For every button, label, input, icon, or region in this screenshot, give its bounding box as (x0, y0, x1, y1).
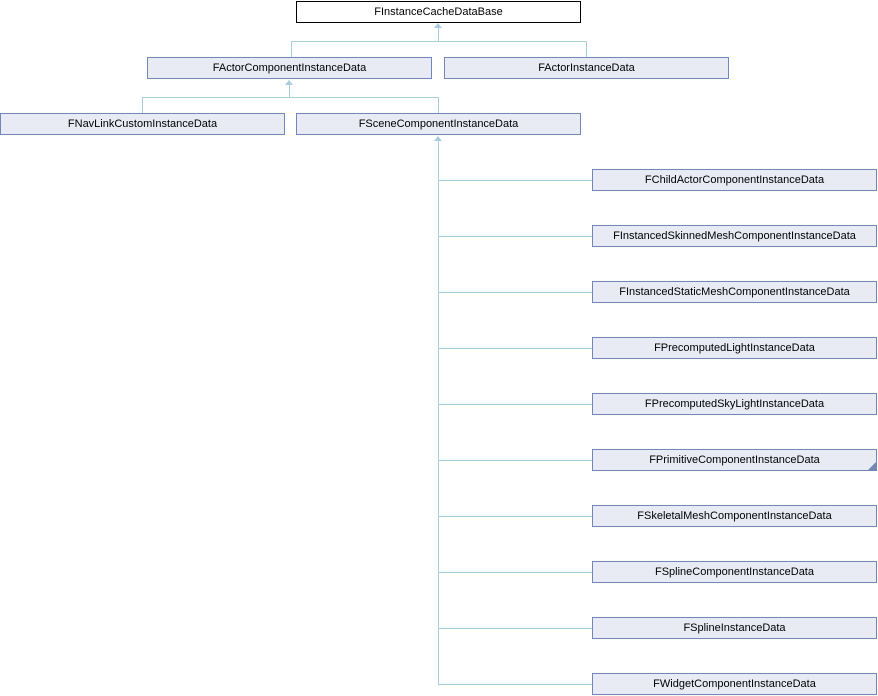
class-node-label: FPrecomputedSkyLightInstanceData (644, 398, 825, 410)
edge-segment (438, 516, 592, 517)
edge-segment (291, 41, 292, 57)
class-node-fchildactorcomponentinstancedata[interactable]: FChildActorComponentInstanceData (592, 169, 877, 191)
class-node-finstancecachedatabase: FInstanceCacheDataBase (296, 1, 581, 23)
class-node-label: FPrimitiveComponentInstanceData (649, 454, 820, 466)
edge-segment (438, 572, 592, 573)
edge-segment (438, 684, 592, 685)
edge-segment (586, 41, 587, 57)
arrow-up-icon (434, 23, 442, 28)
class-node-finstancedskinnedmeshcomponentinstancedata[interactable]: FInstancedSkinnedMeshComponentInstanceDa… (592, 225, 877, 247)
edge-segment (438, 236, 592, 237)
class-node-fprecomputedlightinstancedata[interactable]: FPrecomputedLightInstanceData (592, 337, 877, 359)
class-node-fsplineinstancedata[interactable]: FSplineInstanceData (592, 617, 877, 639)
class-node-label: FNavLinkCustomInstanceData (67, 118, 218, 130)
class-node-label: FInstanceCacheDataBase (374, 6, 503, 18)
edge-segment (438, 628, 592, 629)
class-node-fprecomputedskylightinstancedata[interactable]: FPrecomputedSkyLightInstanceData (592, 393, 877, 415)
class-node-fskeletalmeshcomponentinstancedata[interactable]: FSkeletalMeshComponentInstanceData (592, 505, 877, 527)
class-node-label: FSkeletalMeshComponentInstanceData (637, 510, 832, 522)
edge-segment (142, 97, 143, 113)
class-node-label: FWidgetComponentInstanceData (653, 678, 816, 690)
class-node-fnavlinkcustominstancedata[interactable]: FNavLinkCustomInstanceData (0, 113, 285, 135)
class-node-fprimitivecomponentinstancedata[interactable]: FPrimitiveComponentInstanceData (592, 449, 877, 471)
edge-segment (438, 28, 439, 41)
class-node-label: FInstancedStaticMeshComponentInstanceDat… (619, 286, 850, 298)
class-node-label: FPrecomputedLightInstanceData (654, 342, 815, 354)
class-node-label: FSplineComponentInstanceData (655, 566, 814, 578)
class-node-fsplinecomponentinstancedata[interactable]: FSplineComponentInstanceData (592, 561, 877, 583)
edge-segment (438, 180, 592, 181)
arrow-up-icon (285, 80, 293, 85)
class-node-label: FActorComponentInstanceData (212, 62, 367, 74)
edge-segment (142, 97, 439, 98)
edge-segment (438, 348, 592, 349)
class-node-factorcomponentinstancedata[interactable]: FActorComponentInstanceData (147, 57, 432, 79)
edge-segment (438, 292, 592, 293)
edge-segment (438, 97, 439, 113)
edge-segment (289, 85, 290, 97)
edge-segment (438, 460, 592, 461)
arrow-up-icon (434, 136, 442, 141)
class-node-label: FActorInstanceData (538, 62, 635, 74)
class-node-label: FSceneComponentInstanceData (358, 118, 519, 130)
truncated-graph-marker (868, 462, 876, 470)
class-node-fscenecomponentinstancedata[interactable]: FSceneComponentInstanceData (296, 113, 581, 135)
class-node-label: FInstancedSkinnedMeshComponentInstanceDa… (613, 230, 856, 242)
class-node-label: FChildActorComponentInstanceData (644, 174, 825, 186)
edge-segment (438, 141, 439, 685)
class-node-fwidgetcomponentinstancedata[interactable]: FWidgetComponentInstanceData (592, 673, 877, 695)
edge-segment (438, 404, 592, 405)
edge-segment (291, 41, 587, 42)
class-node-label: FSplineInstanceData (683, 622, 786, 634)
class-node-factorinstancedata[interactable]: FActorInstanceData (444, 57, 729, 79)
class-node-finstancedstaticmeshcomponentinstancedata[interactable]: FInstancedStaticMeshComponentInstanceDat… (592, 281, 877, 303)
